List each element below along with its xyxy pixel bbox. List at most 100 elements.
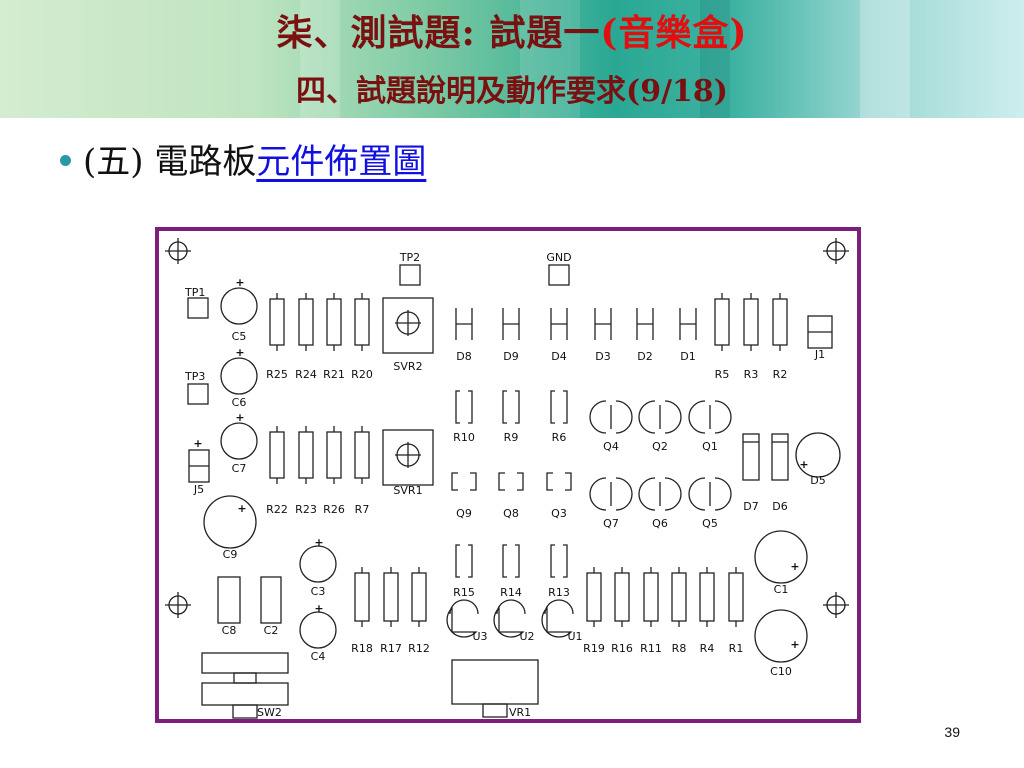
capacitor-c7 — [220, 422, 258, 460]
transistor-q4 — [589, 400, 633, 434]
label-c4: C4 — [311, 650, 326, 663]
capacitor-c2 — [260, 576, 282, 624]
board-outline — [155, 227, 861, 723]
resistor-r23 — [298, 431, 314, 479]
label-c7: C7 — [232, 462, 247, 475]
layout-diagram-link[interactable]: 元件佈置圖 — [256, 142, 427, 182]
label-d1: D1 — [680, 350, 695, 363]
switch-sw2-link — [233, 672, 257, 684]
transistor-q8 — [498, 472, 524, 491]
label-c3: C3 — [311, 585, 326, 598]
label-q2: Q2 — [652, 440, 668, 453]
label-d9: D9 — [503, 350, 518, 363]
label-j1: J1 — [814, 348, 825, 361]
label-d3: D3 — [595, 350, 610, 363]
ic-u1 — [541, 606, 573, 638]
capacitor-c9 — [203, 495, 257, 549]
resistor-r6 — [550, 390, 568, 424]
resistor-r1 — [728, 572, 744, 622]
transistor-q5 — [688, 477, 732, 511]
ic-arc — [544, 599, 574, 615]
switch-sw2-tab — [232, 704, 258, 719]
diode-d8 — [455, 308, 473, 340]
label-r23: R23 — [295, 503, 317, 516]
polarity-plus: + — [314, 602, 323, 615]
label-c6: C6 — [232, 396, 247, 409]
title-paren: (音樂盒) — [600, 12, 748, 54]
label-tp1: TP1 — [184, 286, 205, 299]
label-r8: R8 — [672, 642, 687, 655]
slide-subtitle: 四、試題說明及動作要求(9/18) — [296, 74, 728, 109]
diode-d1 — [679, 308, 697, 340]
label-tp2: TP2 — [399, 251, 420, 264]
resistor-r22 — [269, 431, 285, 479]
label-tp3: TP3 — [184, 370, 205, 383]
polarity-plus: + — [235, 276, 244, 289]
slide-header: 柒、測試題: 試題一(音樂盒) 四、試題說明及動作要求(9/18) — [0, 0, 1024, 118]
resistor-r18 — [354, 572, 370, 622]
ic-arc — [449, 599, 479, 615]
label-r14: R14 — [500, 586, 522, 599]
capacitor-c5 — [220, 287, 258, 325]
capacitor-c8 — [217, 576, 241, 624]
label-c9: C9 — [223, 548, 238, 561]
led-d5 — [795, 432, 841, 478]
label-svr2: SVR2 — [393, 360, 422, 373]
label-svr1: SVR1 — [393, 484, 422, 497]
capacitor-c3 — [299, 545, 337, 583]
label-r6: R6 — [552, 431, 567, 444]
resistor-r14 — [502, 544, 520, 578]
label-gnd: GND — [546, 251, 571, 264]
switch-sw2-body — [201, 682, 289, 706]
diode-d6 — [771, 433, 789, 481]
label-r12: R12 — [408, 642, 430, 655]
polarity-plus: + — [235, 346, 244, 359]
label-sw2: SW2 — [257, 706, 282, 719]
polarity-plus: + — [314, 536, 323, 549]
resistor-r8 — [671, 572, 687, 622]
ic-arc — [496, 599, 526, 615]
trimmer-svr2 — [382, 297, 434, 354]
label-c5: C5 — [232, 330, 247, 343]
resistor-r17 — [383, 572, 399, 622]
label-r11: R11 — [640, 642, 662, 655]
slide-title: 柒、測試題: 試題一(音樂盒) — [0, 4, 1024, 56]
label-d7: D7 — [743, 500, 758, 513]
resistor-r26 — [326, 431, 342, 479]
resistor-r7 — [354, 431, 370, 479]
trimmer-svr1 — [382, 429, 434, 486]
resistor-r24 — [298, 298, 314, 346]
label-q4: Q4 — [603, 440, 619, 453]
polarity-plus: + — [193, 437, 202, 450]
label-d2: D2 — [637, 350, 652, 363]
resistor-r20 — [354, 298, 370, 346]
label-q5: Q5 — [702, 517, 718, 530]
diode-d4 — [550, 308, 568, 340]
capacitor-c1 — [754, 530, 808, 584]
resistor-r2 — [772, 298, 788, 346]
label-r7: R7 — [355, 503, 370, 516]
transistor-q9 — [451, 472, 477, 491]
transistor-q2 — [638, 400, 682, 434]
label-c2: C2 — [264, 624, 279, 637]
diode-d7 — [742, 433, 760, 481]
label-u2: U2 — [519, 630, 534, 643]
resistor-r9 — [502, 390, 520, 424]
label-r10: R10 — [453, 431, 475, 444]
label-q3: Q3 — [551, 507, 567, 520]
label-r16: R16 — [611, 642, 633, 655]
label-r2: R2 — [773, 368, 788, 381]
resistor-r11 — [643, 572, 659, 622]
transistor-q6 — [638, 477, 682, 511]
label-r5: R5 — [715, 368, 730, 381]
resistor-r19 — [586, 572, 602, 622]
label-vr1: VR1 — [509, 706, 531, 719]
label-r3: R3 — [744, 368, 759, 381]
diode-d3 — [594, 308, 612, 340]
label-d4: D4 — [551, 350, 566, 363]
resistor-r12 — [411, 572, 427, 622]
resistor-r15 — [455, 544, 473, 578]
test-point-tp3 — [187, 383, 209, 405]
resistor-r13 — [550, 544, 568, 578]
label-r18: R18 — [351, 642, 373, 655]
